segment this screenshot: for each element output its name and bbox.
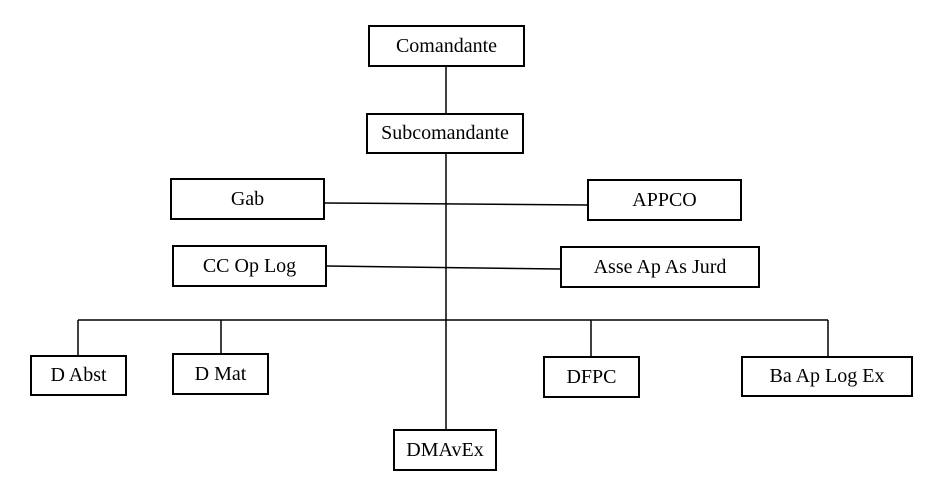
node-dmavex: DMAvEx [393, 429, 497, 471]
node-d-mat: D Mat [172, 353, 269, 395]
node-appco: APPCO [587, 179, 742, 221]
node-asse-ap-as-jurd: Asse Ap As Jurd [560, 246, 760, 288]
node-cc-op-log: CC Op Log [172, 245, 327, 287]
connector-ccoplog-asse [326, 265, 561, 270]
node-subcomandante: Subcomandante [366, 113, 524, 154]
node-gab: Gab [170, 178, 325, 220]
node-d-abst: D Abst [30, 355, 127, 396]
node-ba-ap-log-ex: Ba Ap Log Ex [741, 356, 913, 397]
node-dfpc: DFPC [543, 356, 640, 398]
node-comandante: Comandante [368, 25, 525, 67]
connector-gab-appco [324, 202, 588, 206]
